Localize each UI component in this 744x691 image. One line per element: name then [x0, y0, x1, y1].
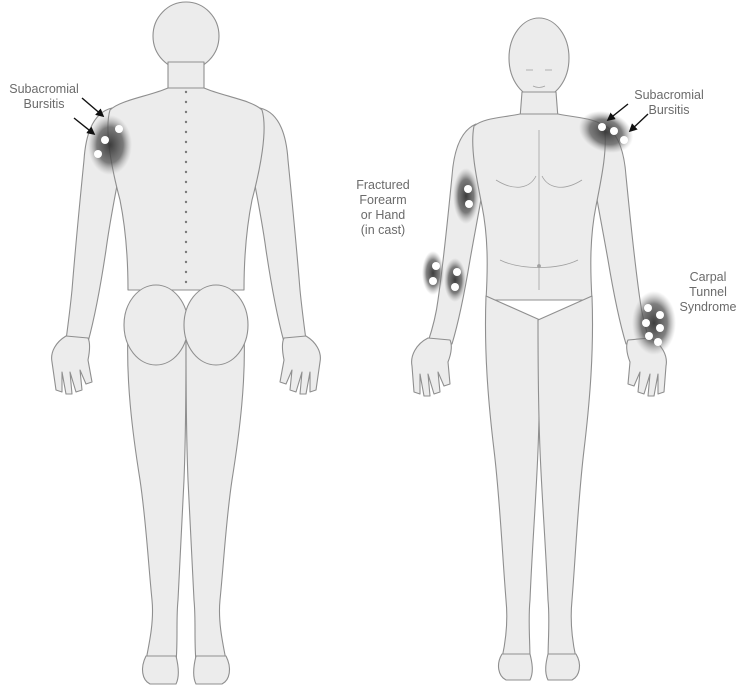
back-left-buttock	[124, 285, 188, 365]
front-right-foot	[546, 654, 580, 680]
label-wrist-line3: Syndrome	[672, 300, 744, 315]
back-left-foot	[143, 656, 179, 684]
label-forearm-line4: (in cast)	[340, 223, 426, 238]
front-left-leg	[485, 296, 540, 660]
forearm-upper-hotspot	[453, 168, 479, 224]
back-left-leg	[128, 330, 186, 662]
back-arrow-upper	[82, 98, 103, 116]
back-left-hand	[52, 336, 92, 394]
label-wrist-line1: Carpal	[672, 270, 744, 285]
wrist-hotspot	[632, 291, 676, 355]
label-forearm-line1: Fractured	[340, 178, 426, 193]
front-right-leg	[538, 296, 593, 660]
forearm-lower-left-hotspot	[422, 251, 444, 295]
back-right-buttock	[184, 285, 248, 365]
label-wrist-line2: Tunnel	[672, 285, 744, 300]
back-torso	[108, 88, 264, 290]
front-left-foot	[499, 654, 533, 680]
label-front-shoulder-line1: Subacromial	[624, 88, 714, 103]
back-shoulder-hotspot	[88, 115, 132, 175]
label-back-shoulder-line2: Bursitis	[4, 97, 84, 112]
forearm-lower-right-hotspot	[444, 258, 466, 302]
label-wrist: Carpal Tunnel Syndrome	[672, 270, 744, 315]
label-back-shoulder: Subacromial Bursitis	[4, 82, 84, 112]
back-right-hand	[280, 336, 320, 394]
front-head	[509, 18, 569, 98]
front-left-hand	[412, 338, 452, 396]
label-front-shoulder-line2: Bursitis	[624, 103, 714, 118]
label-forearm-line3: or Hand	[340, 208, 426, 223]
back-right-leg	[186, 330, 244, 662]
label-front-shoulder: Subacromial Bursitis	[624, 88, 714, 118]
back-figure	[52, 2, 321, 684]
back-right-foot	[194, 656, 230, 684]
label-forearm: Fractured Forearm or Hand (in cast)	[340, 178, 426, 238]
back-head	[153, 2, 219, 70]
label-back-shoulder-line1: Subacromial	[4, 82, 84, 97]
label-forearm-line2: Forearm	[340, 193, 426, 208]
